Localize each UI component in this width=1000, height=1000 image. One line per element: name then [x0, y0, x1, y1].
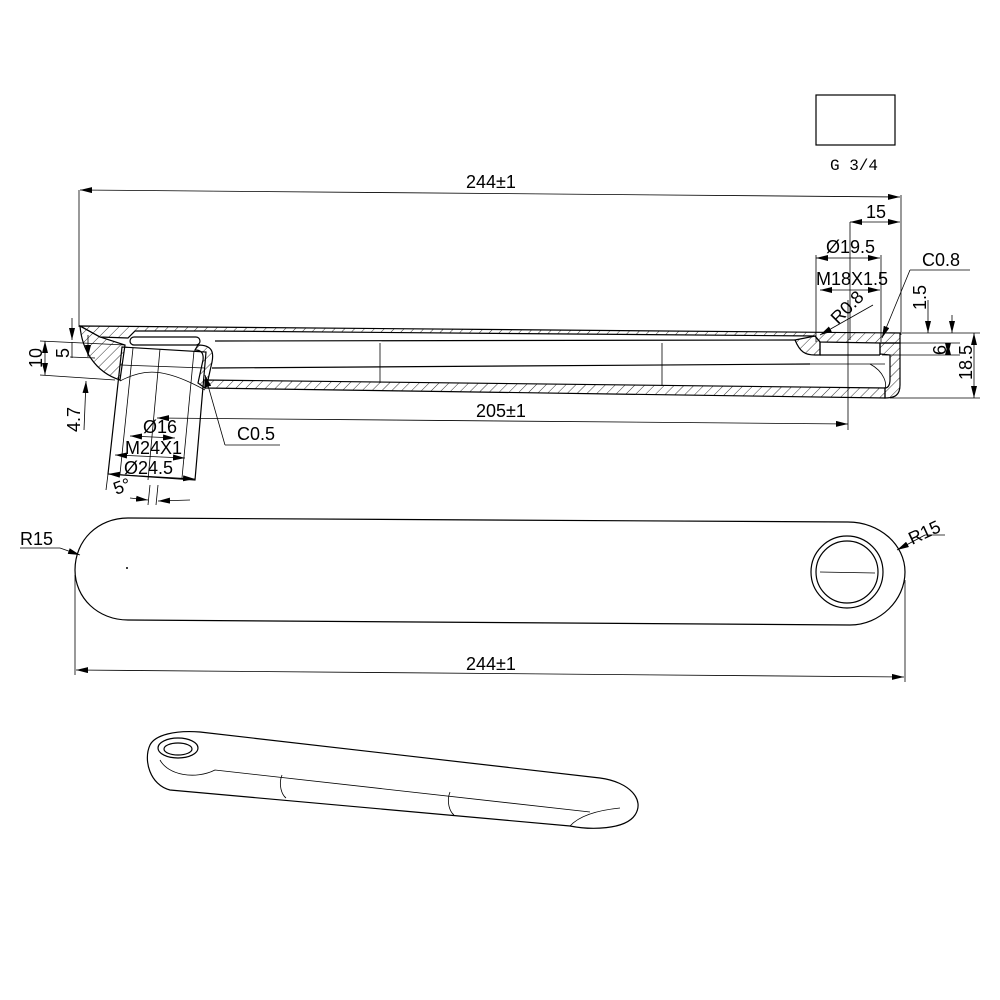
outlet-offset-label: 15	[866, 202, 886, 222]
title-block: G 3/4	[815, 94, 896, 175]
plan-length-label: 244±1	[466, 654, 516, 674]
dim-6-label: 6	[930, 345, 950, 355]
outlet-chamfer-label: C0.8	[922, 250, 960, 270]
dim-10-label: 10	[26, 348, 46, 368]
arm-outline	[74, 517, 906, 626]
center-distance-dim	[156, 415, 849, 427]
overall-length-dim	[79, 187, 901, 200]
plan-length-dim	[75, 667, 905, 680]
dim-4-7-label: 4.7	[64, 407, 84, 432]
inlet-angle-label: 5°	[111, 474, 134, 499]
inlet-chamfer-label: C0.5	[237, 424, 275, 444]
outlet-diameter-label: Ø19.5	[826, 237, 875, 257]
title-box	[815, 94, 896, 146]
left-radius-label: R15	[20, 529, 53, 549]
outlet-ring-inner	[815, 540, 879, 604]
inlet-bore-label: Ø16	[143, 417, 177, 437]
dim-5-label: 5	[53, 348, 73, 358]
thread-spec-label: G 3/4	[830, 157, 878, 175]
left-end	[79, 324, 126, 381]
iso-arm-outline	[146, 730, 639, 829]
dim-18-5-label: 18.5	[956, 345, 976, 380]
section-view: 244±1	[26, 172, 980, 506]
outlet-ring-outer	[810, 535, 884, 609]
dim-1-5-label: 1.5	[910, 285, 930, 310]
isometric-view	[146, 730, 639, 829]
inlet-thread-label: M24X1	[125, 438, 182, 458]
plan-view: R15 R15 244±1	[20, 517, 945, 682]
outlet-thread-label: M18X1.5	[816, 269, 888, 289]
right-radius-label: R15	[905, 517, 943, 549]
inlet-diameter-label: Ø24.5	[124, 458, 173, 478]
bottom-wall	[204, 379, 886, 399]
center-distance-label: 205±1	[476, 401, 526, 421]
overall-length-label: 244±1	[466, 172, 516, 192]
outlet-radius-label: R0.8	[827, 287, 868, 328]
